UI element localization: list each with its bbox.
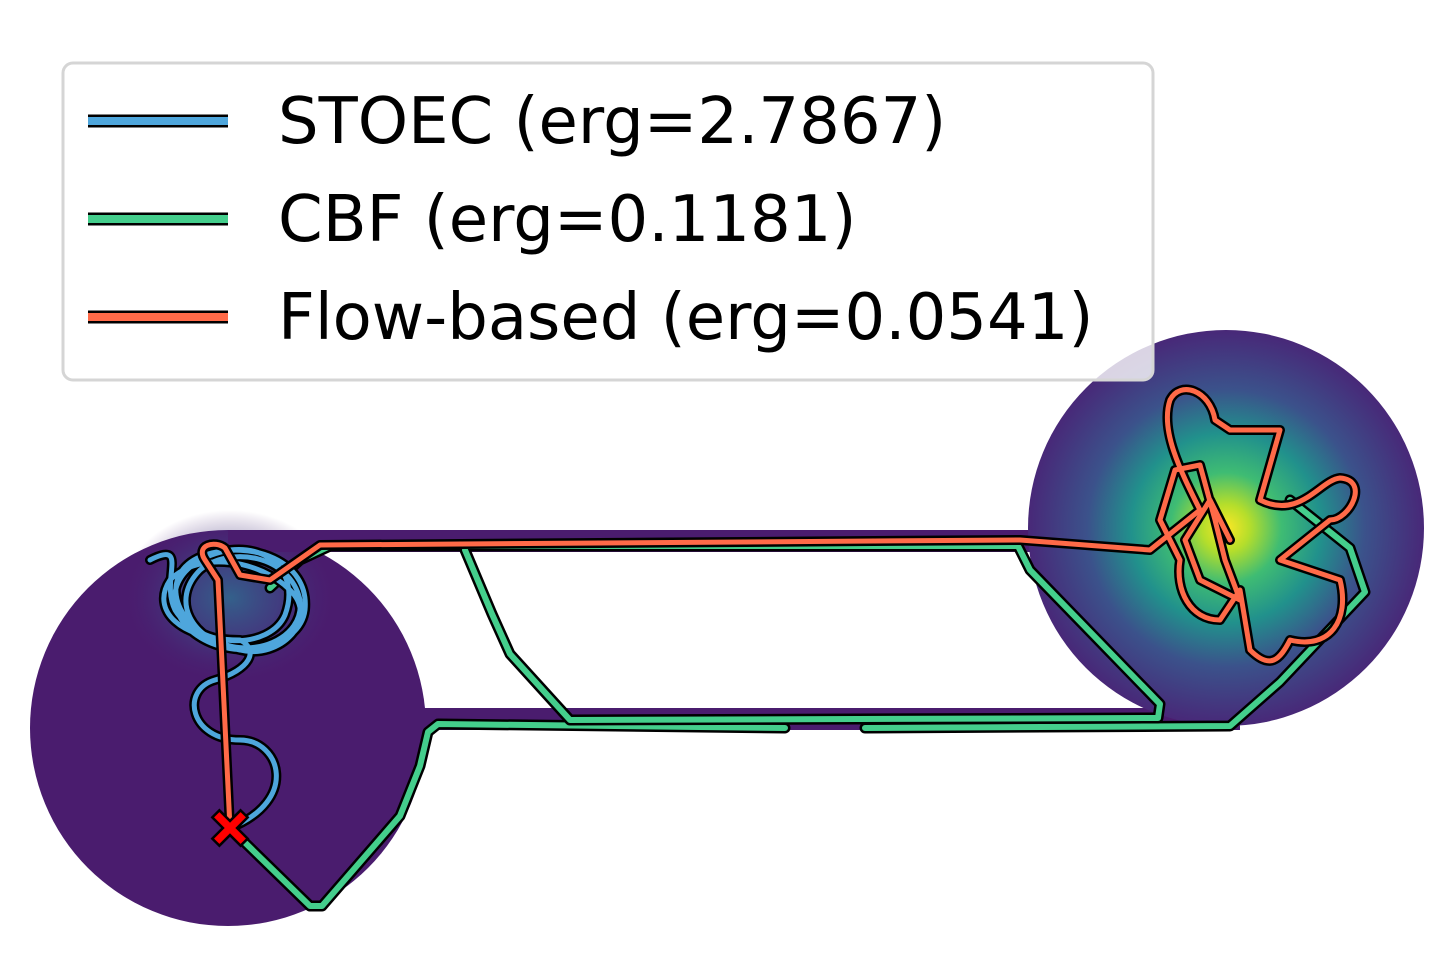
- flow-based-line: [200, 387, 1358, 831]
- cbf-line-lower-left: [227, 721, 788, 909]
- legend-label-flow-based: Flow-based (erg=0.0541): [278, 281, 1093, 355]
- legend: STOEC (erg=2.7867) CBF (erg=0.1181) Flow…: [61, 61, 1155, 382]
- legend-box: [61, 61, 1155, 382]
- legend-entry-flow-based: Flow-based (erg=0.0541): [88, 281, 1093, 355]
- series-flow-based: [197, 384, 1361, 833]
- stoec-line: [147, 546, 308, 831]
- series-stoec: [145, 544, 311, 833]
- start-marker: [210, 808, 250, 848]
- legend-entry-cbf: CBF (erg=0.1181): [88, 183, 856, 257]
- legend-label-stoec: STOEC (erg=2.7867): [278, 85, 946, 159]
- legend-entry-stoec: STOEC (erg=2.7867): [88, 85, 946, 159]
- legend-label-cbf: CBF (erg=0.1181): [278, 183, 856, 257]
- trajectories: [145, 384, 1371, 912]
